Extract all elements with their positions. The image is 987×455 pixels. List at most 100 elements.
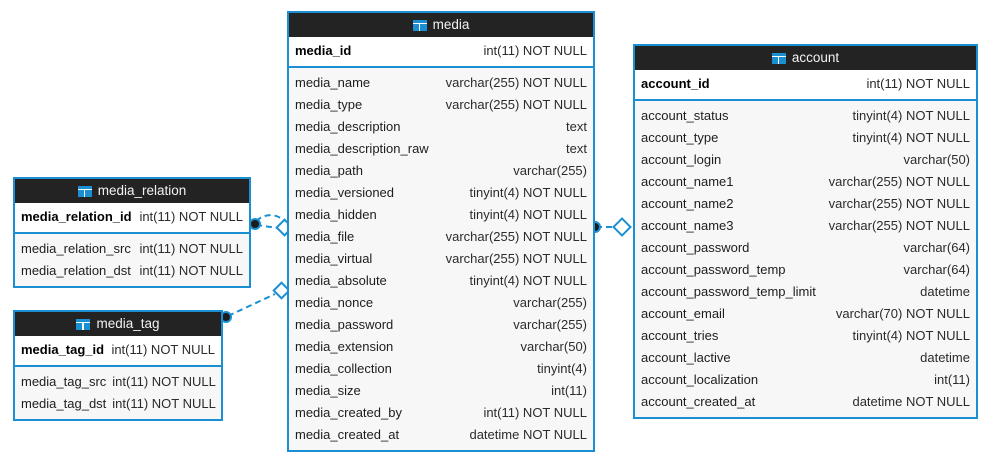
primary-key-section: media_id int(11) NOT NULL (289, 37, 593, 68)
column-name: media_id (295, 43, 352, 58)
column-name: account_status (641, 108, 729, 123)
column-name: media_tag_src (21, 374, 107, 389)
column-row[interactable]: media_extension varchar(50) (295, 336, 587, 358)
column-row-primary-key[interactable]: media_id int(11) NOT NULL (295, 40, 587, 62)
column-type: tinyint(4) NOT NULL (852, 328, 970, 343)
column-name: media_path (295, 163, 363, 178)
entity-header-account: account (635, 46, 976, 70)
column-row[interactable]: account_localization int(11) (641, 369, 970, 391)
column-name: media_extension (295, 339, 394, 354)
entity-header-media_relation: media_relation (15, 179, 249, 203)
column-name: account_localization (641, 372, 759, 387)
column-row[interactable]: media_tag_dst int(11) NOT NULL (21, 393, 216, 415)
column-name: media_type (295, 97, 363, 112)
column-row[interactable]: account_password_temp varchar(64) (641, 259, 970, 281)
column-type: varchar(64) (903, 240, 970, 255)
entity-title: account (791, 50, 840, 65)
column-row[interactable]: media_description_raw text (295, 138, 587, 160)
column-type: tinyint(4) NOT NULL (469, 207, 587, 222)
column-name: account_name1 (641, 174, 734, 189)
column-name: media_tag_id (21, 342, 105, 357)
column-name: account_tries (641, 328, 719, 343)
entity-media_relation[interactable]: media_relation media_relation_id int(11) N… (13, 177, 251, 288)
column-name: media_collection (295, 361, 392, 376)
entity-header-media_tag: media_tag (15, 312, 221, 336)
column-type: varchar(255) NOT NULL (828, 218, 970, 233)
column-name: media_tag_dst (21, 396, 107, 411)
entity-title: media_relation (97, 183, 187, 198)
column-name: media_file (295, 229, 355, 244)
column-type: datetime (920, 284, 970, 299)
column-name: account_lactive (641, 350, 731, 365)
column-row[interactable]: account_tries tinyint(4) NOT NULL (641, 325, 970, 347)
column-name: account_password_temp_limit (641, 284, 816, 299)
column-name: media_description_raw (295, 141, 429, 156)
relationship-media-account (589, 217, 632, 237)
column-name: media_relation_id (21, 209, 132, 224)
column-name: media_nonce (295, 295, 374, 310)
relationship-media_tag-media (220, 281, 291, 323)
column-name: media_password (295, 317, 394, 332)
column-name: account_type (641, 130, 719, 145)
column-row[interactable]: account_name1 varchar(255) NOT NULL (641, 171, 970, 193)
column-row[interactable]: media_password varchar(255) (295, 314, 587, 336)
column-type: varchar(64) (903, 262, 970, 277)
column-type: int(11) NOT NULL (139, 209, 243, 224)
column-name: account_password_temp (641, 262, 786, 277)
column-type: int(11) NOT NULL (112, 396, 216, 411)
column-row[interactable]: account_lactive datetime (641, 347, 970, 369)
column-type: varchar(255) (513, 317, 587, 332)
column-type: text (566, 119, 587, 134)
column-row-primary-key[interactable]: media_relation_id int(11) NOT NULL (21, 206, 243, 228)
column-type: text (566, 141, 587, 156)
column-type: int(11) NOT NULL (483, 405, 587, 420)
column-type: datetime (920, 350, 970, 365)
column-type: int(11) (934, 372, 970, 387)
column-type: int(11) NOT NULL (483, 43, 587, 58)
table-icon (771, 52, 786, 64)
column-type: tinyint(4) NOT NULL (469, 185, 587, 200)
column-type: varchar(50) (520, 339, 587, 354)
column-name: media_relation_dst (21, 263, 131, 278)
relation-endpoint-dot (249, 218, 261, 230)
table-icon (77, 185, 92, 197)
column-type: int(11) NOT NULL (139, 241, 243, 256)
column-name: account_id (641, 76, 710, 91)
column-type: varchar(255) NOT NULL (828, 174, 970, 189)
column-row[interactable]: account_password_temp_limit datetime (641, 281, 970, 303)
column-type: varchar(70) NOT NULL (835, 306, 970, 321)
